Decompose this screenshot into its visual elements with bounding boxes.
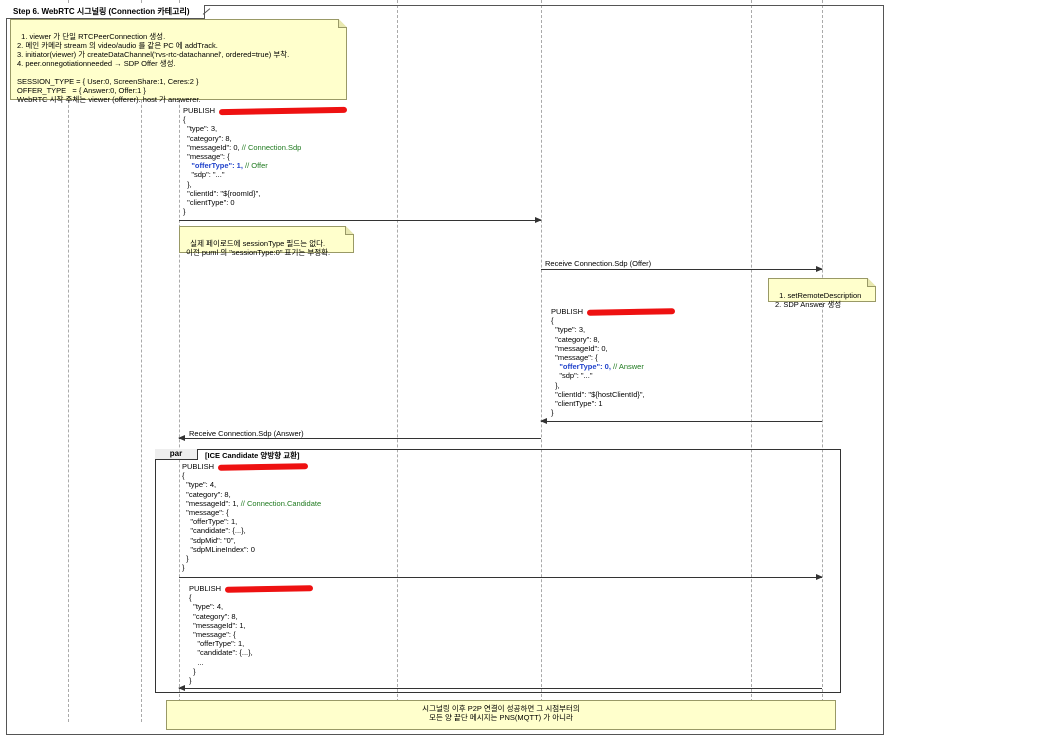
note-fold-icon (867, 278, 876, 287)
lifeline-3 (397, 0, 398, 722)
msg-offer: PUBLISH { "type": 3, "category": 8, "mes… (183, 106, 348, 216)
redaction-mark (587, 308, 676, 316)
lifeline-viewer-pc (179, 0, 180, 722)
arrow-receive-answer (178, 435, 541, 441)
redaction-mark (225, 585, 314, 593)
note-fold-icon (345, 226, 354, 235)
lifeline-1 (68, 0, 69, 722)
arrow-ice-viewer (179, 574, 823, 580)
par-fragment (155, 449, 841, 693)
arrow-receive-offer (541, 266, 823, 272)
lifeline-host (822, 0, 823, 722)
msg-ice-host-head: PUBLISH (189, 584, 222, 593)
lifeline-5 (751, 0, 752, 722)
par-guard: [ICE Candidate 양방향 교환] (205, 451, 300, 460)
label-receive-offer: Receive Connection.Sdp (Offer) (545, 259, 652, 268)
msg-answer: PUBLISH { "type": 3, "category": 8, "mes… (551, 307, 676, 417)
msg-answer-head: PUBLISH (551, 307, 584, 316)
note-top: 1. viewer 가 단일 RTCPeerConnection 생성. 2. … (10, 19, 347, 104)
note-fold-icon (338, 19, 347, 28)
arrow-ice-host (178, 685, 822, 691)
arrow-answer (540, 418, 822, 424)
redaction-mark (219, 106, 348, 116)
lifeline-pns (541, 0, 542, 722)
frame-title: Step 6. WebRTC 시그널링 (Connection 카테고리) (6, 5, 205, 19)
lifeline-viewer (141, 0, 142, 722)
note-payload-text: 실제 페이로드에 sessionType 필드는 없다. 이전 puml 의 "… (186, 239, 331, 257)
msg-offer-head: PUBLISH (183, 106, 216, 115)
par-keyword: par (155, 449, 198, 460)
note-top-text: 1. viewer 가 단일 RTCPeerConnection 생성. 2. … (17, 32, 290, 104)
msg-ice-host: PUBLISH { "type": 4, "category": 8, "mes… (189, 584, 314, 685)
redaction-mark (218, 463, 309, 471)
note-host-text: 1. setRemoteDescription 2. SDP Answer 생성 (775, 291, 862, 309)
arrow-offer (179, 217, 542, 223)
note-host: 1. setRemoteDescription 2. SDP Answer 생성 (768, 278, 876, 309)
note-bottom: 시그널링 이후 P2P 연결이 성공하면 그 시점부터의 모든 양 끝단 메시지… (166, 700, 836, 730)
msg-ice-viewer: PUBLISH { "type": 4, "category": 8, "mes… (182, 462, 322, 573)
note-payload: 실제 페이로드에 sessionType 필드는 없다. 이전 puml 의 "… (179, 226, 354, 257)
msg-ice-viewer-head: PUBLISH (182, 462, 215, 471)
label-receive-answer: Receive Connection.Sdp (Answer) (189, 429, 304, 438)
note-bottom-text: 시그널링 이후 P2P 연결이 성공하면 그 시점부터의 모든 양 끝단 메시지… (422, 704, 580, 722)
